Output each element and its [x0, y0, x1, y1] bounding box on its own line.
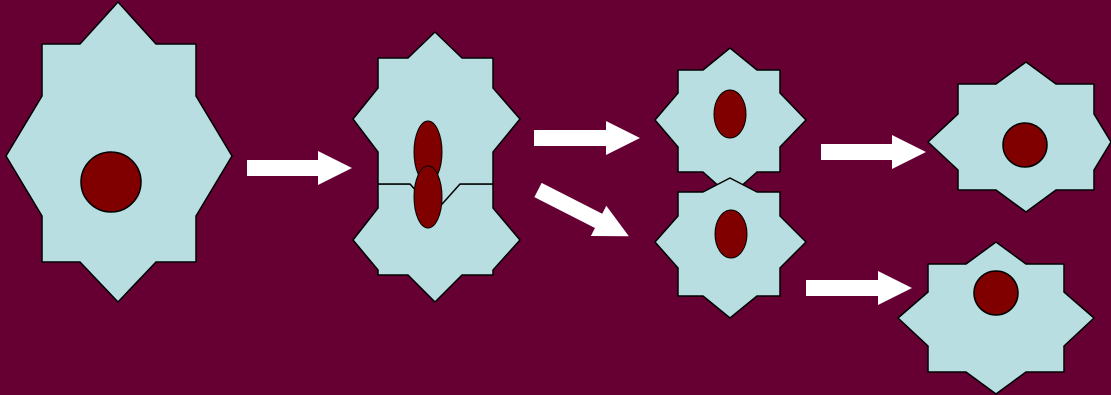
daughter-nucleus-bottom: [714, 209, 748, 259]
arrow-right-icon: [821, 135, 926, 169]
arrow-right-icon: [534, 121, 640, 155]
daughter-nucleus-top: [713, 89, 747, 139]
parent-cell-nucleus: [80, 151, 142, 213]
parent-cell-body: [5, 1, 233, 303]
final-nucleus-bottom: [973, 270, 1019, 316]
arrow-right-icon: [247, 151, 352, 185]
dividing-nucleus-bottom: [413, 165, 443, 229]
arrow-diagonal-down-icon: [534, 182, 629, 237]
final-cell-bottom: [897, 241, 1095, 395]
final-nucleus-top: [1002, 122, 1048, 168]
arrow-right-icon: [806, 271, 912, 305]
